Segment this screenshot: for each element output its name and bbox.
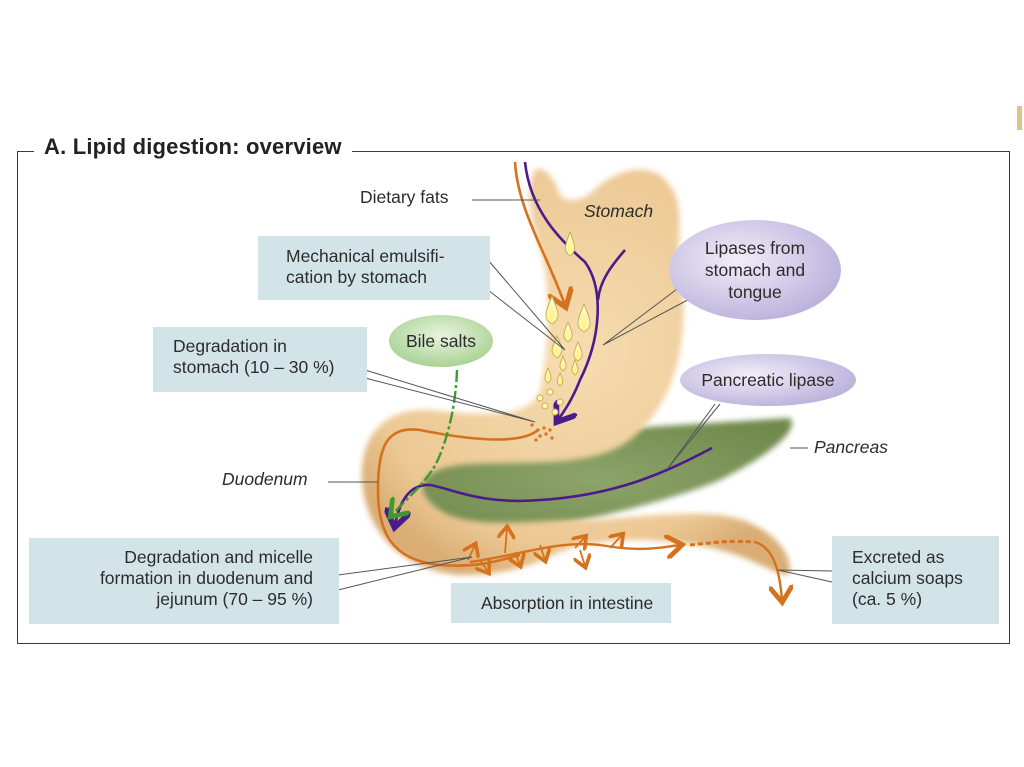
excreted-box: Excreted as calcium soaps (ca. 5 %)	[832, 536, 999, 624]
box-line: Mechanical emulsifi-	[286, 246, 445, 266]
bile-salts-bubble	[389, 315, 493, 367]
small-droplets	[536, 388, 564, 416]
box-line: formation in duodenum and	[99, 568, 313, 588]
mechanical-emulsification-box: Mechanical emulsifi- cation by stomach	[258, 236, 490, 300]
fat-path-excretion	[754, 540, 782, 600]
pancreatic-lipase-label: Pancreatic lipase	[701, 370, 835, 390]
fat-droplets	[544, 230, 591, 387]
box-line: Excreted as	[852, 547, 945, 567]
bubble-line: Lipases from	[704, 238, 806, 258]
box-line: Degradation in	[173, 336, 287, 356]
leader-lines	[328, 199, 833, 591]
degradation-stomach-box: Degradation in stomach (10 – 30 %)	[153, 327, 367, 392]
box-line: Degradation and micelle	[124, 547, 313, 567]
bubble-line: stomach and	[704, 260, 806, 280]
fat-path-esophagus	[513, 161, 565, 305]
slide-edge-marker	[1017, 106, 1022, 130]
lipases-label: Lipases from stomach and tongue	[680, 237, 830, 303]
lipase-path-stomach	[523, 161, 600, 420]
box-line: jejunum (70 – 95 %)	[156, 589, 313, 609]
bile-salts-label: Bile salts	[405, 331, 477, 351]
box-line: (ca. 5 %)	[852, 589, 923, 609]
absorption-box: Absorption in intestine	[451, 583, 671, 623]
degradation-duodenum-box: Degradation and micelle formation in duo…	[29, 538, 339, 624]
diagram-title: A. Lipid digestion: overview	[34, 134, 352, 160]
fat-path-duodenum	[376, 428, 539, 567]
bubble-line: tongue	[728, 282, 782, 302]
box-line: calcium soaps	[852, 568, 963, 588]
diagram-frame	[17, 151, 1010, 644]
dietary-fats-label: Dietary fats	[360, 187, 449, 207]
lipase-path-tongue	[596, 249, 626, 301]
stomach-label: Stomach	[584, 201, 654, 221]
fat-path-dashed	[689, 539, 756, 547]
box-line: stomach (10 – 30 %)	[173, 357, 335, 377]
box-line: cation by stomach	[286, 267, 428, 287]
degradation-dots	[530, 423, 554, 442]
pancreatic-lipase-bubble	[680, 354, 856, 406]
pancreatic-lipase-path	[395, 446, 713, 525]
lipases-bubble	[669, 220, 841, 320]
pancreas-label: Pancreas	[814, 437, 888, 457]
duodenum-label: Duodenum	[222, 469, 308, 489]
bile-path	[392, 369, 459, 515]
